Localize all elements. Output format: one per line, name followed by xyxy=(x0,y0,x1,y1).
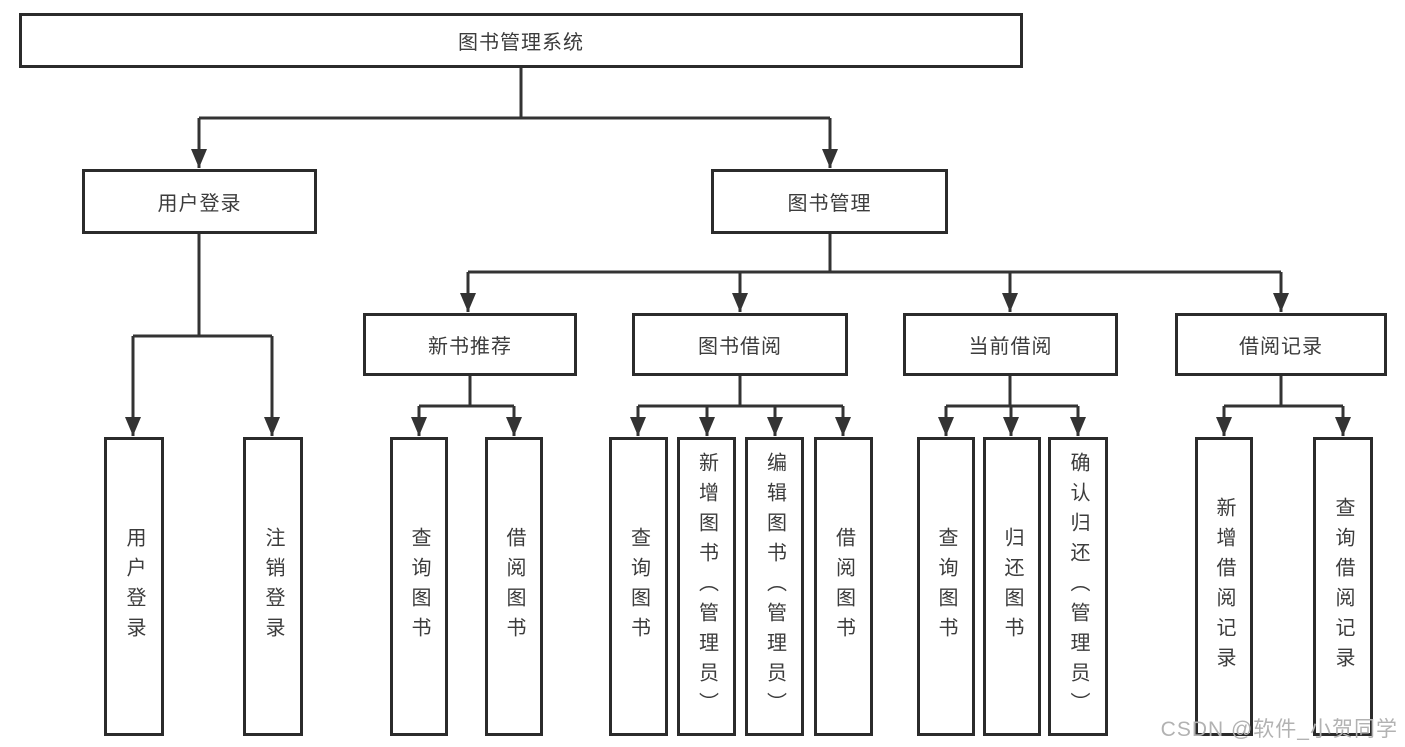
node-book-management-label: 图书管理 xyxy=(787,193,872,215)
node-root: 图书管理系统 xyxy=(19,13,1023,68)
leaf-bb-query-books-label: 查询图书 xyxy=(627,526,650,647)
node-new-book-recommend-label: 新书推荐 xyxy=(428,336,512,358)
trunk-book-management xyxy=(468,233,1281,274)
leaf-cb-confirm-return: 确认归还（管理员） xyxy=(1048,437,1108,736)
trunk-root xyxy=(199,68,830,120)
trunk-book-borrow xyxy=(638,375,843,408)
leaf-cb-confirm-return-label: 确认归还（管理员） xyxy=(1067,451,1089,722)
leaf-br-add-record: 新增借阅记录 xyxy=(1195,437,1253,736)
node-book-borrow-label: 图书借阅 xyxy=(698,336,782,358)
node-new-book-recommend: 新书推荐 xyxy=(363,313,577,376)
leaf-nb-borrow-books: 借阅图书 xyxy=(485,437,543,736)
leaf-nb-borrow-books-label: 借阅图书 xyxy=(503,526,525,647)
leaf-bb-edit-books: 编辑图书（管理员） xyxy=(745,437,804,736)
leaf-logout: 注销登录 xyxy=(243,437,303,736)
leaf-bb-add-books: 新增图书（管理员） xyxy=(677,437,736,736)
trunk-borrow-records xyxy=(1224,376,1343,408)
leaf-cb-return-books-label: 归还图书 xyxy=(1001,526,1023,647)
leaf-nb-query-books: 查询图书 xyxy=(390,437,448,736)
leaf-bb-edit-books-label: 编辑图书（管理员） xyxy=(763,451,786,722)
leaf-cb-query-books: 查询图书 xyxy=(917,437,975,736)
trunk-user-login xyxy=(133,233,272,338)
node-book-management: 图书管理 xyxy=(711,169,948,234)
trunk-new-book-recommend xyxy=(419,375,514,408)
node-root-label: 图书管理系统 xyxy=(458,32,584,54)
node-book-borrow: 图书借阅 xyxy=(632,313,848,376)
leaf-nb-query-books-label: 查询图书 xyxy=(408,526,430,647)
leaf-cb-return-books: 归还图书 xyxy=(983,437,1041,736)
leaf-logout-label: 注销登录 xyxy=(262,526,284,647)
node-current-borrow: 当前借阅 xyxy=(903,313,1118,376)
node-borrow-records-label: 借阅记录 xyxy=(1239,336,1323,358)
leaf-br-query-record-label: 查询借阅记录 xyxy=(1332,496,1354,677)
node-current-borrow-label: 当前借阅 xyxy=(968,336,1053,358)
leaf-bb-borrow-books: 借阅图书 xyxy=(814,437,873,736)
leaf-user-login-label: 用户登录 xyxy=(123,526,145,647)
leaf-bb-add-books-label: 新增图书（管理员） xyxy=(695,451,718,722)
csdn-watermark: CSDN @软件_小贺同学 xyxy=(1160,718,1398,741)
leaf-user-login: 用户登录 xyxy=(104,437,164,736)
node-user-login: 用户登录 xyxy=(82,169,317,234)
leaf-br-add-record-label: 新增借阅记录 xyxy=(1213,496,1235,677)
leaf-br-query-record: 查询借阅记录 xyxy=(1313,437,1373,736)
trunk-current-borrow xyxy=(946,375,1078,408)
node-user-login-label: 用户登录 xyxy=(157,193,242,215)
leaf-cb-query-books-label: 查询图书 xyxy=(935,526,957,647)
leaf-bb-query-books: 查询图书 xyxy=(609,437,668,736)
node-borrow-records: 借阅记录 xyxy=(1175,313,1387,376)
leaf-bb-borrow-books-label: 借阅图书 xyxy=(832,526,855,647)
